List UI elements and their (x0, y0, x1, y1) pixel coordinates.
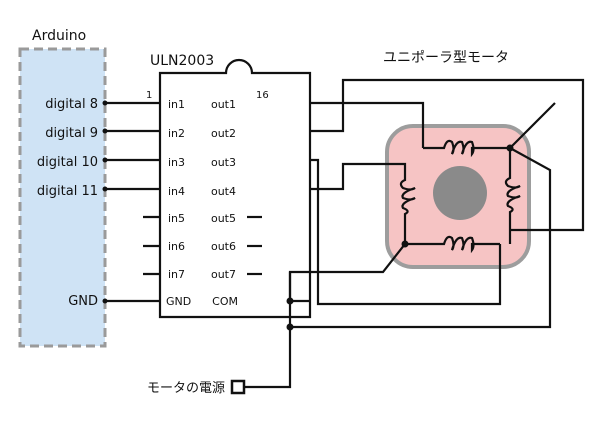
wire-right-diagonal (509, 102, 556, 149)
coil-left (399, 170, 416, 244)
chip-pin-in7: in7 (168, 268, 185, 281)
chip-pin-in6: in6 (168, 240, 185, 253)
chip-pin-in5: in5 (168, 212, 185, 225)
terminal-gnd (102, 298, 108, 304)
junction-bottom-left (401, 240, 409, 248)
motor-shaft (433, 166, 487, 220)
chip-name: ULN2003 (150, 53, 214, 69)
terminal-d9 (102, 128, 108, 134)
chip-pin-in3: in3 (168, 156, 185, 169)
terminal-d8 (102, 100, 108, 106)
arduino-pin-digital-11: digital 11 (37, 184, 98, 199)
chip-body (158, 58, 312, 319)
chip-pin-in2: in2 (168, 127, 185, 140)
junction-com-lower (286, 323, 294, 331)
chip-pin-out2: out2 (211, 127, 236, 140)
power-label: モータの電源 (147, 381, 225, 396)
arduino-pin-digital-10: digital 10 (37, 155, 98, 170)
coil-bottom (405, 235, 500, 254)
chip-pin-in4: in4 (168, 185, 185, 198)
chip-pin-out5: out5 (211, 212, 236, 225)
wire-out3 (310, 158, 502, 306)
chip-pin16-number: 16 (256, 90, 269, 101)
coil-top (423, 139, 510, 158)
chip-pin-gnd: GND (166, 295, 191, 308)
arduino-body (18, 47, 107, 348)
wire-com-tap-right (290, 147, 552, 329)
terminal-d10 (102, 157, 108, 163)
chip-pin-com: COM (212, 295, 238, 308)
motor-title: ユニポーラ型モータ (383, 50, 509, 66)
junction-top-right (506, 144, 514, 152)
chip-pin-in1: in1 (168, 98, 185, 111)
chip-pin-out6: out6 (211, 240, 236, 253)
arduino-title: Arduino (32, 28, 86, 44)
arduino-pin-digital-9: digital 9 (45, 126, 98, 141)
chip-pin-out1: out1 (211, 98, 236, 111)
power-terminal (230, 379, 246, 395)
arduino-board: Arduino digital 8 digital 9 digital 10 d… (18, 28, 107, 348)
wire-out1 (310, 101, 425, 148)
terminal-d11 (102, 186, 108, 192)
chip-pin-out7: out7 (211, 268, 236, 281)
motor-coils (399, 139, 521, 254)
unused-pin-stubs (143, 215, 262, 276)
arduino-pin-gnd: GND (68, 294, 98, 309)
arduino-pin-digital-8: digital 8 (45, 97, 98, 112)
wire-out4 (310, 162, 407, 191)
motor-power-supply: モータの電源 (147, 379, 246, 396)
chip-pin1-number: 1 (146, 90, 152, 101)
wire-out2 (310, 78, 585, 232)
coil-right (504, 148, 521, 244)
chip-pin-out3: out3 (211, 156, 236, 169)
junction-com (286, 297, 294, 305)
chip-pin-out4: out4 (211, 185, 236, 198)
wires (102, 78, 585, 389)
uln2003-chip: ULN2003 1 16 in1 in2 in3 in4 in5 in6 in7… (146, 53, 312, 319)
stepper-motor: ユニポーラ型モータ (383, 50, 531, 269)
wire-power (244, 272, 292, 389)
